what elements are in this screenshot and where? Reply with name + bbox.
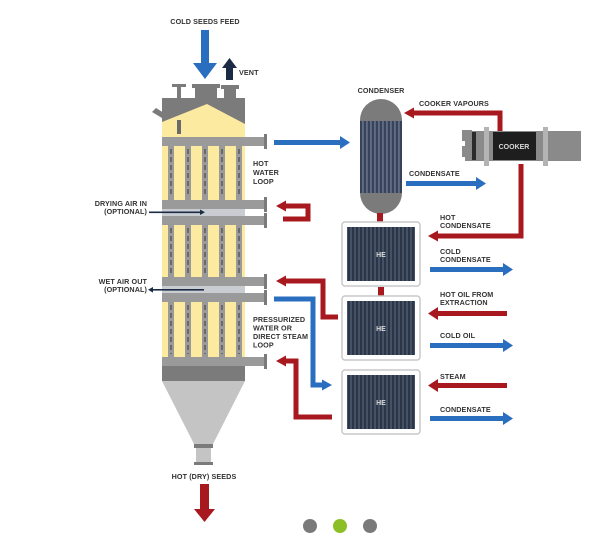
vent-arrow xyxy=(222,58,237,80)
drying-air-in-label: DRYING AIR IN(OPTIONAL) xyxy=(95,199,148,216)
he-1-label: HE xyxy=(376,252,386,259)
hot-oil-arrow xyxy=(428,307,507,320)
hot-dry-seeds-arrow xyxy=(194,484,215,522)
discharge-cone xyxy=(162,381,245,444)
cold-seeds-feed-arrow xyxy=(193,30,217,79)
tube-column xyxy=(202,225,208,277)
hot-water-out-arrow xyxy=(274,136,350,149)
condenser xyxy=(360,99,402,225)
condenser-condensate-arrow xyxy=(406,177,486,190)
carousel-dot-2[interactable] xyxy=(333,519,347,533)
carousel-dot-3[interactable] xyxy=(363,519,377,533)
condensate-1-label: CONDENSATE xyxy=(409,169,460,178)
header-pipe-5 xyxy=(162,293,266,302)
carousel-pagination xyxy=(0,519,600,539)
he-3-label: HE xyxy=(376,400,386,407)
condenser-label: CONDENSER xyxy=(358,86,406,95)
header-pipe-3 xyxy=(162,216,266,225)
he3-condensate-arrow xyxy=(430,412,513,425)
cooker-vapours-label: COOKER VAPOURS xyxy=(419,99,489,108)
heat-exchanger-1: HE xyxy=(341,221,421,287)
tube-column xyxy=(168,225,174,277)
tube-column xyxy=(219,225,225,277)
steam-label: STEAM xyxy=(440,372,466,381)
heat-exchanger-3: HE xyxy=(341,369,421,435)
vent-nozzle xyxy=(224,89,236,100)
cold-oil-label: COLD OIL xyxy=(440,331,476,340)
cooker xyxy=(462,127,581,166)
tube-column xyxy=(185,225,191,277)
he-2-label: HE xyxy=(376,326,386,333)
hot-dry-seeds-label: HOT (DRY) SEEDS xyxy=(172,472,237,481)
conditioner-vessel xyxy=(152,84,267,465)
steam-arrow xyxy=(428,379,507,392)
feed-nozzle xyxy=(195,88,217,100)
drying-air-in-arrow xyxy=(149,209,205,215)
cold-seeds-feed-label: COLD SEEDS FEED xyxy=(170,17,239,26)
hot-condensate-arrow xyxy=(428,164,524,242)
cold-oil-arrow xyxy=(430,339,513,352)
vessel-tube-columns xyxy=(168,146,242,357)
header-pipe-1 xyxy=(162,137,266,146)
condensate-2-label: CONDENSATE xyxy=(440,405,491,414)
vent-label: VENT xyxy=(239,68,259,77)
carousel-dot-1[interactable] xyxy=(303,519,317,533)
tube-column xyxy=(236,225,242,277)
header-pipe-6 xyxy=(162,357,266,366)
cold-condensate-arrow xyxy=(430,263,513,276)
heat-exchanger-stack: HE HE HE xyxy=(341,221,421,435)
top-nozzle xyxy=(177,86,181,100)
header-pipe-4 xyxy=(162,277,266,286)
heat-exchanger-2: HE xyxy=(341,295,421,361)
he2-hot-return-arrow xyxy=(276,275,338,320)
hot-water-return-arrow xyxy=(276,200,311,222)
header-pipe-2 xyxy=(162,200,266,209)
he3-hot-return-arrow xyxy=(276,355,332,420)
cooker-vapours-arrow xyxy=(404,107,503,133)
he3-cold-feed-arrow xyxy=(274,296,332,391)
wet-air-out-label: WET AIR OUT(OPTIONAL) xyxy=(99,277,148,294)
cooker-label: COOKER xyxy=(499,144,530,151)
wet-air-out-arrow xyxy=(148,287,204,293)
